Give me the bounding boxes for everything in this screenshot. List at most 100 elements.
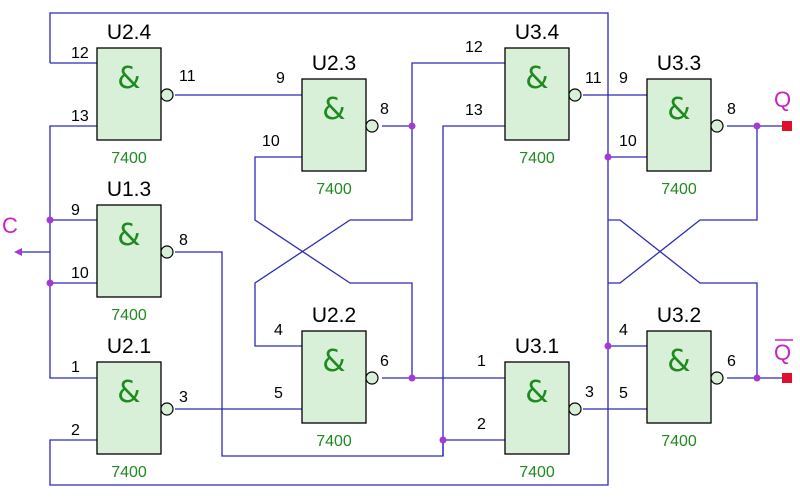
inverter-bubble bbox=[365, 119, 379, 133]
nand-gate-u2-2: & U2.2 7400 4 5 6 bbox=[274, 304, 389, 450]
pin-number: 8 bbox=[727, 101, 736, 118]
gate-body bbox=[301, 330, 367, 424]
gate-reference: U3.3 bbox=[657, 52, 701, 75]
and-symbol: & bbox=[322, 92, 345, 127]
gate-body bbox=[96, 47, 162, 141]
clock-arrow-icon bbox=[14, 248, 22, 256]
nand-gate-u3-1: & U3.1 7400 1 2 3 bbox=[477, 335, 594, 481]
part-number: 7400 bbox=[519, 150, 555, 167]
pin-number: 13 bbox=[465, 102, 483, 119]
pin-number: 5 bbox=[619, 385, 628, 402]
nand-gate-u1-3: & U1.3 7400 9 10 8 bbox=[71, 178, 188, 324]
part-number: 7400 bbox=[111, 464, 147, 481]
pin-number: 12 bbox=[465, 39, 483, 56]
gate-reference: U2.3 bbox=[312, 52, 356, 75]
pin-number: 2 bbox=[477, 416, 486, 433]
gate-body bbox=[646, 78, 712, 172]
pin-number: 11 bbox=[179, 68, 196, 85]
and-symbol: & bbox=[117, 218, 140, 253]
pin-number: 1 bbox=[477, 353, 486, 370]
pin-number: 8 bbox=[380, 101, 389, 118]
gate-reference: U3.1 bbox=[515, 335, 559, 358]
pin-number: 9 bbox=[71, 202, 80, 219]
and-symbol: & bbox=[117, 375, 140, 410]
part-number: 7400 bbox=[111, 150, 147, 167]
q-label: Q bbox=[774, 87, 791, 112]
clock-port: C bbox=[2, 213, 22, 256]
wire-clock-bus bbox=[49, 125, 97, 379]
pin-number: 12 bbox=[71, 45, 89, 62]
pin-number: 11 bbox=[585, 70, 602, 87]
pin-number: 4 bbox=[274, 322, 283, 339]
and-symbol: & bbox=[667, 92, 690, 127]
wire-top-feedback bbox=[49, 12, 609, 486]
nand-gate-u3-4: & U3.4 7400 12 13 11 bbox=[465, 21, 602, 167]
nand-gate-u2-1: & U2.1 7400 1 2 3 bbox=[71, 335, 188, 481]
part-number: 7400 bbox=[661, 433, 697, 450]
inverter-bubble bbox=[710, 371, 724, 385]
gate-body bbox=[96, 361, 162, 455]
and-symbol: & bbox=[117, 61, 140, 96]
inverter-bubble bbox=[160, 88, 174, 102]
part-number: 7400 bbox=[316, 181, 352, 198]
pin-number: 9 bbox=[276, 70, 285, 87]
pin-number: 5 bbox=[274, 385, 283, 402]
pin-number: 10 bbox=[262, 133, 280, 150]
junction-dot bbox=[753, 122, 761, 130]
junctions bbox=[46, 122, 761, 444]
gate-body bbox=[504, 361, 570, 455]
inverter-bubble bbox=[160, 402, 174, 416]
wire-u23-to-u34 bbox=[411, 62, 505, 126]
wire-u34-in2 bbox=[442, 125, 505, 456]
pin-number: 3 bbox=[179, 389, 188, 406]
pin-number: 2 bbox=[71, 422, 80, 439]
part-number: 7400 bbox=[661, 181, 697, 198]
pin-number: 3 bbox=[585, 384, 594, 401]
nand-gate-u3-3: & U3.3 7400 9 10 8 bbox=[619, 52, 736, 198]
gate-reference: U2.1 bbox=[107, 335, 151, 358]
gate-reference: U2.4 bbox=[107, 21, 152, 44]
clock-label: C bbox=[2, 213, 18, 238]
wire-u13-to-u31 bbox=[175, 251, 505, 457]
gate-reference: U2.2 bbox=[312, 304, 356, 327]
junction-dot bbox=[408, 122, 416, 130]
junction-dot bbox=[604, 342, 612, 350]
part-number: 7400 bbox=[316, 433, 352, 450]
gate-body bbox=[504, 47, 570, 141]
pin-number: 10 bbox=[71, 265, 89, 282]
junction-dot bbox=[46, 279, 54, 287]
and-symbol: & bbox=[525, 375, 548, 410]
inverter-bubble bbox=[568, 402, 582, 416]
gate-reference: U3.4 bbox=[515, 21, 560, 44]
pin-number: 13 bbox=[71, 108, 89, 125]
inverter-bubble bbox=[710, 119, 724, 133]
q-bar-port: Q bbox=[774, 339, 793, 383]
pin-number: 1 bbox=[71, 359, 80, 376]
pin-number: 9 bbox=[619, 70, 628, 87]
and-symbol: & bbox=[667, 344, 690, 379]
gate-body bbox=[301, 78, 367, 172]
and-symbol: & bbox=[525, 61, 548, 96]
nand-gate-u2-4: & U2.4 7400 12 13 11 bbox=[71, 21, 196, 167]
q-bar-port-icon bbox=[782, 373, 792, 383]
q-port: Q bbox=[774, 87, 792, 131]
gate-reference: U3.2 bbox=[657, 304, 701, 327]
inverter-bubble bbox=[365, 371, 379, 385]
gate-reference: U1.3 bbox=[107, 178, 151, 201]
nand-gate-u2-3: & U2.3 7400 9 10 8 bbox=[262, 52, 389, 198]
wire-q-cross bbox=[608, 126, 758, 284]
q-port-icon bbox=[782, 121, 792, 131]
inverter-bubble bbox=[568, 88, 582, 102]
pin-number: 6 bbox=[380, 353, 389, 370]
part-number: 7400 bbox=[111, 307, 147, 324]
junction-dot bbox=[753, 374, 761, 382]
q-bar-label: Q bbox=[774, 340, 791, 365]
junction-dot bbox=[46, 216, 54, 224]
pin-number: 4 bbox=[619, 322, 628, 339]
junction-dot bbox=[439, 436, 447, 444]
part-number: 7400 bbox=[519, 464, 555, 481]
junction-dot bbox=[408, 374, 416, 382]
nand-gate-u3-2: & U3.2 7400 4 5 6 bbox=[619, 304, 736, 450]
